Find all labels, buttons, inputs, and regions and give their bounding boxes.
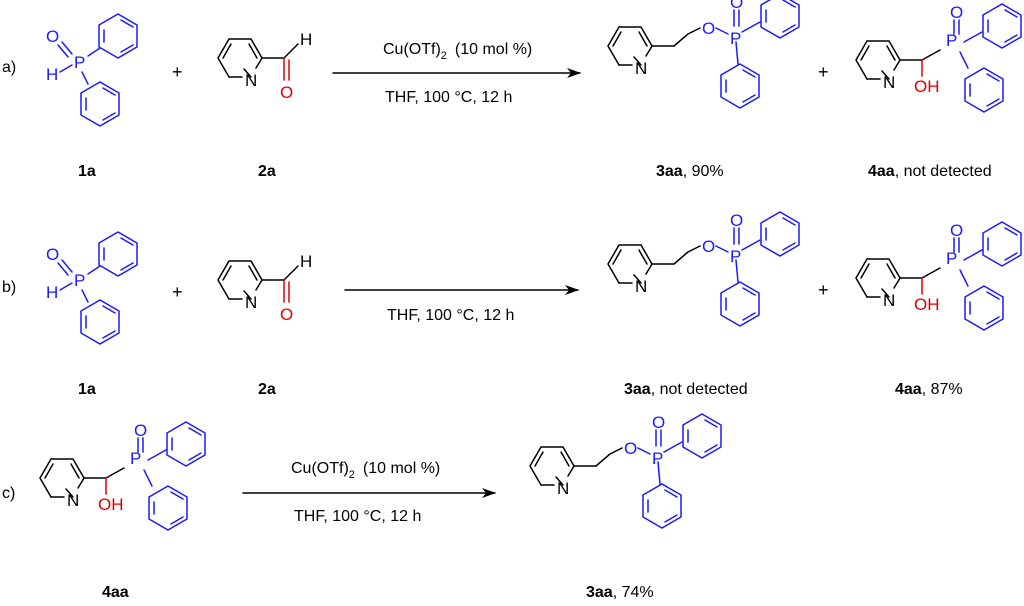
- product-3aa-structure: N O P O: [530, 413, 721, 528]
- hydroxyl-group: OH: [98, 495, 124, 514]
- compound-label-1a: 1a: [78, 163, 96, 180]
- plus-sign: +: [818, 62, 829, 82]
- catalyst-loading: (10 mol %): [455, 41, 532, 58]
- oxygen-atom: O: [950, 3, 963, 22]
- phosphorus-atom: P: [652, 449, 663, 468]
- compound-label-4aa: 4aa: [102, 584, 129, 601]
- panel-b: b) P O H + N H O THF, 100 °C, 12 h N O P…: [2, 211, 1021, 398]
- catalyst-formula: Cu(OTf): [383, 41, 441, 58]
- panel-a-letter: a): [2, 59, 16, 76]
- panel-b-letter: b): [2, 279, 16, 296]
- nitrogen-atom: N: [67, 491, 79, 510]
- panel-c-letter: c): [2, 485, 15, 502]
- phosphorus-atom: P: [74, 53, 85, 72]
- oxygen-atom: O: [624, 439, 637, 458]
- hydrogen-atom: H: [300, 30, 312, 49]
- oxygen-atom: O: [730, 211, 743, 230]
- oxygen-atom: O: [280, 83, 293, 102]
- reaction-arrow-c: Cu(OTf)2 (10 mol %) THF, 100 °C, 12 h: [242, 460, 496, 525]
- panel-c: c) N P O OH Cu(OTf)2 (10 mol %) THF, 100 …: [2, 413, 721, 601]
- catalyst-loading: (10 mol %): [363, 460, 440, 477]
- compound-label-2a: 2a: [258, 381, 276, 398]
- reactant-2a-structure: N H O: [218, 252, 312, 324]
- conditions-label: THF, 100 °C, 12 h: [294, 508, 421, 525]
- oxygen-atom: O: [730, 0, 743, 12]
- reactant-1a-structure: P O H: [46, 14, 137, 126]
- product-4aa-structure: N P O OH: [856, 221, 1021, 330]
- nitrogen-atom: N: [557, 479, 569, 498]
- nitrogen-atom: N: [245, 71, 257, 90]
- phosphorus-atom: P: [946, 249, 957, 268]
- panel-a: a) P O H + N H O Cu(OTf)2 (10 mol %) THF,…: [2, 0, 1021, 180]
- reactant-2a-structure: N H O: [218, 30, 312, 102]
- nitrogen-atom: N: [883, 73, 895, 92]
- reaction-arrow-a: Cu(OTf)2 (10 mol %) THF, 100 °C, 12 h: [332, 41, 581, 106]
- catalyst-formula: Cu(OTf): [291, 460, 349, 477]
- hydrogen-atom: H: [46, 283, 58, 302]
- compound-label-3aa: 3aa, 90%: [656, 163, 724, 180]
- product-4aa-structure: N P O OH: [856, 3, 1021, 112]
- oxygen-atom: O: [280, 305, 293, 324]
- catalyst-label: Cu(OTf)2 (10 mol %): [383, 41, 532, 62]
- hydroxyl-group: OH: [914, 77, 940, 96]
- compound-labels-b: 1a 2a 3aa, not detected 4aa, 87%: [78, 381, 963, 398]
- product-3aa-structure: N O P O: [608, 211, 799, 326]
- oxygen-atom: O: [46, 27, 59, 46]
- phosphorus-atom: P: [946, 31, 957, 50]
- catalyst-subscript: 2: [441, 50, 447, 62]
- catalyst-label: Cu(OTf)2 (10 mol %): [291, 460, 440, 481]
- nitrogen-atom: N: [245, 293, 257, 312]
- compound-label-2a: 2a: [258, 163, 276, 180]
- compound-label-1a: 1a: [78, 381, 96, 398]
- nitrogen-atom: N: [635, 277, 647, 296]
- compound-labels-a: 1a 2a 3aa, 90% 4aa, not detected: [78, 163, 992, 180]
- plus-sign: +: [818, 280, 829, 300]
- plus-sign: +: [172, 62, 183, 82]
- reactant-1a-structure: P O H: [46, 232, 137, 344]
- oxygen-atom: O: [702, 19, 715, 38]
- conditions-label: THF, 100 °C, 12 h: [385, 89, 512, 106]
- reaction-arrow-b: THF, 100 °C, 12 h: [344, 285, 579, 324]
- phosphorus-atom: P: [130, 449, 141, 468]
- product-3aa-structure: N O P O: [608, 0, 799, 108]
- compound-label-4aa: 4aa, 87%: [895, 381, 963, 398]
- hydrogen-atom: H: [46, 65, 58, 84]
- compound-labels-c: 4aa 3aa, 74%: [102, 584, 654, 601]
- oxygen-atom: O: [46, 245, 59, 264]
- compound-label-4aa: 4aa, not detected: [868, 163, 992, 180]
- catalyst-subscript: 2: [349, 469, 355, 481]
- conditions-label: THF, 100 °C, 12 h: [387, 307, 514, 324]
- oxygen-atom: O: [134, 421, 147, 440]
- phosphorus-atom: P: [74, 271, 85, 290]
- compound-label-3aa: 3aa, 74%: [586, 584, 654, 601]
- nitrogen-atom: N: [883, 291, 895, 310]
- reactant-4aa-structure: N P O OH: [40, 421, 205, 530]
- hydrogen-atom: H: [300, 252, 312, 271]
- plus-sign: +: [172, 282, 183, 302]
- phosphorus-atom: P: [730, 29, 741, 48]
- compound-label-3aa: 3aa, not detected: [624, 381, 748, 398]
- oxygen-atom: O: [652, 413, 665, 432]
- oxygen-atom: O: [702, 237, 715, 256]
- hydroxyl-group: OH: [914, 295, 940, 314]
- nitrogen-atom: N: [635, 59, 647, 78]
- oxygen-atom: O: [950, 221, 963, 240]
- phosphorus-atom: P: [730, 247, 741, 266]
